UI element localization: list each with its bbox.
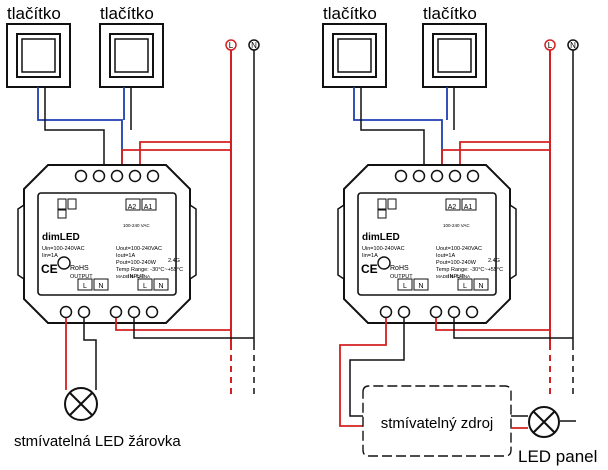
left-freq: 2.4G [168, 258, 180, 264]
right-button-label-1: tlačítko [323, 4, 377, 23]
left-in-n: N [158, 283, 163, 290]
left-ce: CE [41, 262, 58, 276]
right-load-label: LED panel [518, 447, 597, 466]
right-a2: A2 [448, 204, 457, 211]
left-output-spec-2: Iout=1A [116, 253, 135, 259]
left-out-l: L [83, 283, 87, 290]
right-output-spec-4: Temp Range: -30°C~+55°C [436, 267, 503, 273]
left-input-label: INPUT [128, 274, 145, 280]
left-in-l: L [143, 283, 147, 290]
right-diagram: tlačítko tlačítko L N dimLED Uin=100-240… [322, 4, 597, 466]
left-button-label-1: tlačítko [7, 4, 61, 23]
right-output-label: OUTPUT [390, 274, 413, 280]
right-line-marker: L [548, 41, 553, 50]
left-out-n: N [98, 283, 103, 290]
right-input-label: INPUT [448, 274, 465, 280]
left-load-label: stmívatelná LED žárovka [14, 433, 181, 450]
left-diagram: tlačítko tlačítko L N dimLED Uin=100-240… [6, 4, 260, 450]
right-dimmer-module: dimLED Uin=100-240VAC Iin=1A Uout=100-24… [337, 164, 517, 324]
left-output-spec-1: Uout=100-240VAC [116, 246, 162, 252]
right-input-spec-1: Uin=100-240VAC [362, 246, 405, 252]
left-bulb-icon [64, 387, 98, 421]
left-button-2 [99, 23, 164, 88]
right-a1: A1 [464, 204, 473, 211]
left-button-label-2: tlačítko [100, 4, 154, 23]
left-input-spec-2: Iin=1A [42, 253, 58, 259]
right-led-panel-icon [528, 406, 560, 438]
left-brand: dimLED [42, 232, 80, 243]
left-line-marker: L [229, 41, 234, 50]
left-a2: A2 [128, 204, 137, 211]
right-output-spec-1: Uout=100-240VAC [436, 246, 482, 252]
right-out-n: N [418, 283, 423, 290]
right-in-l: L [463, 283, 467, 290]
right-in-n: N [478, 283, 483, 290]
dimmable-driver: stmívatelný zdroj [362, 385, 512, 457]
left-output-spec-4: Temp Range: -30°C~+55°C [116, 267, 183, 273]
left-input-spec-1: Uin=100-240VAC [42, 246, 85, 252]
right-neutral-marker: N [570, 41, 576, 50]
right-button-2 [422, 23, 487, 88]
left-dimmer-module: dimLED Uin=100-240VAC Iin=1A Uout=100-24… [17, 164, 197, 324]
left-vac: 100-240 VAC [123, 223, 150, 228]
right-out-l: L [403, 283, 407, 290]
right-button-label-2: tlačítko [423, 4, 477, 23]
right-input-spec-2: Iin=1A [362, 253, 378, 259]
right-vac: 100-240 VAC [443, 223, 470, 228]
left-a1: A1 [144, 204, 153, 211]
left-output-spec-3: Pout=100-240W [116, 260, 157, 266]
left-rohs: RoHS [70, 265, 89, 272]
right-brand: dimLED [362, 232, 400, 243]
left-output-label: OUTPUT [70, 274, 93, 280]
right-rohs: RoHS [390, 265, 409, 272]
right-driver-label: stmívatelný zdroj [381, 415, 494, 432]
left-button-1 [6, 23, 71, 88]
right-ce: CE [361, 262, 378, 276]
right-freq: 2.4G [488, 258, 500, 264]
right-button-1 [322, 23, 387, 88]
left-neutral-marker: N [251, 41, 257, 50]
right-output-spec-3: Pout=100-240W [436, 260, 477, 266]
right-output-spec-5: MADE IN CHINA [436, 274, 470, 279]
left-output-spec-5: MADE IN CHINA [116, 274, 150, 279]
right-output-spec-2: Iout=1A [436, 253, 455, 259]
